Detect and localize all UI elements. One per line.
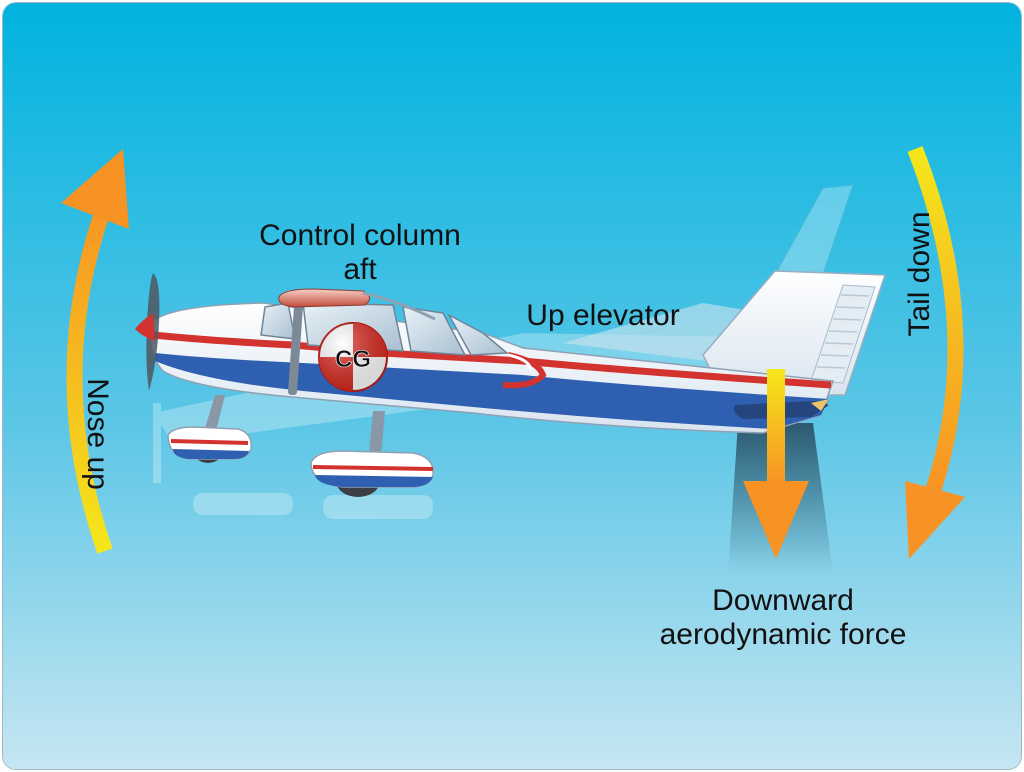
cg-label: CG (335, 346, 371, 373)
downward-line2: aerodynamic force (659, 618, 907, 651)
downward-force-arrow (743, 369, 809, 559)
tail-down-arrow (905, 146, 965, 559)
cg-marker: CG (318, 322, 388, 392)
control-column-line2: aft (343, 253, 377, 286)
vertical-tail (702, 270, 887, 396)
landing-gear (167, 395, 434, 497)
wing (278, 288, 436, 396)
propeller (135, 273, 160, 391)
up-elevator-label: Up elevator (526, 299, 680, 332)
nose-up-arrow (61, 149, 129, 554)
control-column-label: Control column aft (225, 219, 495, 287)
pitch-diagram: CG (3, 3, 1021, 769)
downward-force-label: Downward aerodynamic force (623, 584, 943, 652)
nose-up-label: Nose up (81, 378, 114, 490)
control-column-line1: Control column (259, 219, 461, 252)
downward-line1: Downward (712, 584, 854, 617)
tail-down-label: Tail down (903, 211, 936, 337)
